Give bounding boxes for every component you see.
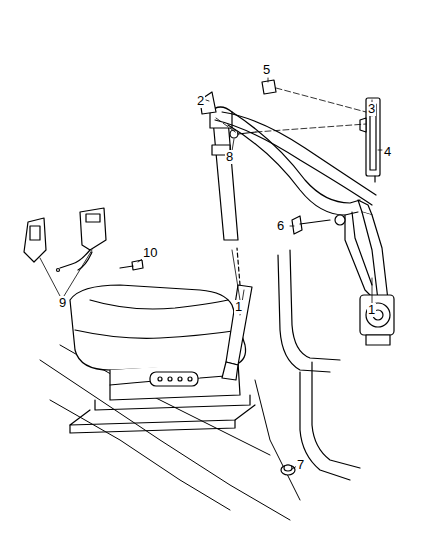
- callout-number: 10: [142, 246, 158, 260]
- callout-number: 5: [262, 63, 271, 77]
- lap-belt: [222, 248, 252, 380]
- floor-bolt: [281, 465, 295, 475]
- retractor-bolt: [292, 215, 345, 234]
- trim-cover: [200, 80, 276, 114]
- door-pillar: [278, 250, 360, 480]
- callout-number: 1: [234, 300, 243, 314]
- callout-number: 3: [367, 102, 376, 116]
- seat: [70, 285, 255, 433]
- callout-number: 4: [383, 145, 392, 159]
- assembly-line: [216, 118, 366, 134]
- callout-number: 9: [58, 296, 67, 310]
- callout-number: 7: [296, 458, 305, 472]
- height-adjuster: [360, 98, 380, 182]
- callout-number: 8: [225, 150, 234, 164]
- assembly-line: [276, 88, 366, 112]
- callout-number: 2: [196, 94, 205, 108]
- shoulder-belt: [210, 107, 388, 300]
- leader-lines: [40, 78, 382, 469]
- floor-lines: [40, 345, 300, 520]
- callout-number: 1: [367, 303, 376, 317]
- retractor: [360, 295, 394, 345]
- callout-number: 6: [276, 219, 285, 233]
